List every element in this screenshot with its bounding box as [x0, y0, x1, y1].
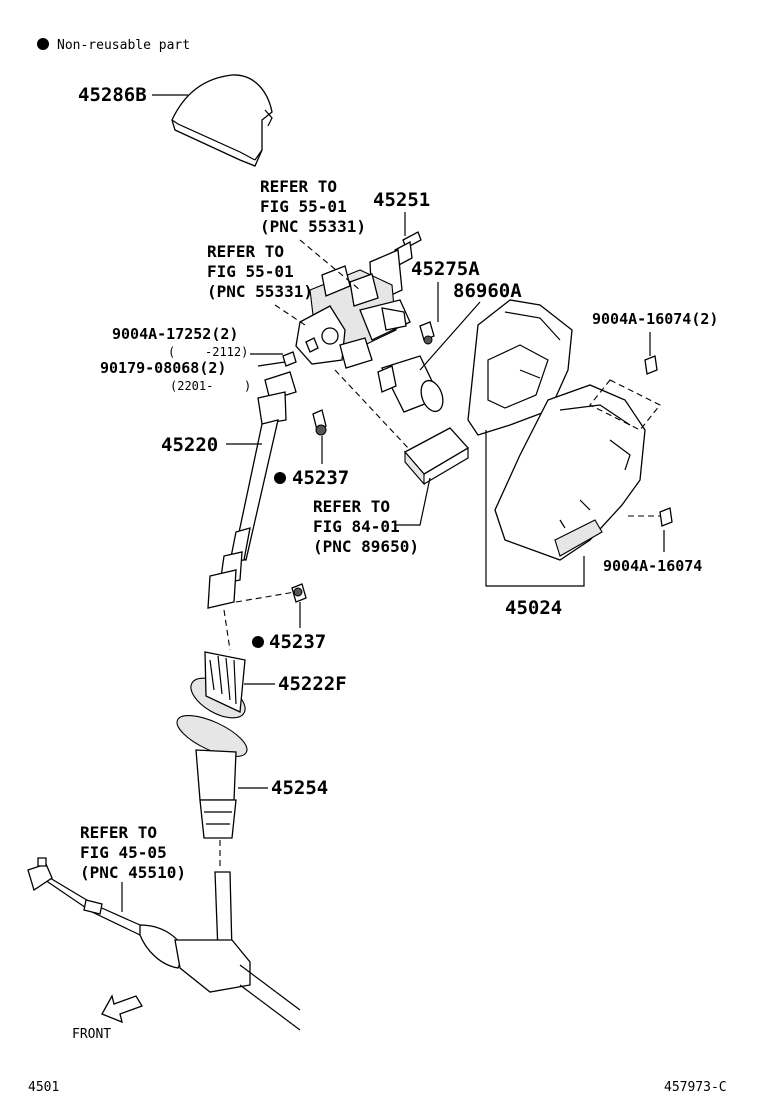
part-45220-intermediate-shaft: [207, 371, 297, 609]
svg-text:FIG 55-01: FIG 55-01: [207, 262, 294, 281]
label-9004A-17252-2: 9004A-17252(2): [112, 325, 238, 343]
label-45286B: 45286B: [78, 84, 147, 106]
non-reusable-marker-icon: [37, 38, 49, 50]
part-steering-rack: [27, 857, 301, 1031]
refer-fig-55-01-lower: REFER TO FIG 55-01 (PNC 55331): [207, 242, 313, 301]
part-45237-bolt-b: [291, 583, 307, 603]
part-45275A-bolt: [419, 321, 435, 345]
svg-text:FIG 45-05: FIG 45-05: [80, 843, 167, 862]
svg-text:REFER TO: REFER TO: [80, 823, 157, 842]
svg-text:(PNC 55331): (PNC 55331): [207, 282, 313, 301]
refer-fig-84-01: REFER TO FIG 84-01 (PNC 89650): [313, 497, 419, 556]
label-9004A-16074-2: 9004A-16074(2): [592, 310, 718, 328]
label-86960A: 86960A: [453, 280, 522, 302]
svg-text:FIG 55-01: FIG 55-01: [260, 197, 347, 216]
footer-page-code: 4501: [28, 1080, 59, 1095]
label-45237-a: 45237: [292, 467, 349, 489]
legend-text: Non-reusable part: [57, 38, 190, 53]
svg-text:FIG 84-01: FIG 84-01: [313, 517, 400, 536]
part-45024-upper-cover: [467, 299, 573, 436]
svg-text:(PNC 89650): (PNC 89650): [313, 537, 419, 556]
svg-text:REFER TO: REFER TO: [313, 497, 390, 516]
part-ecu-box: [403, 427, 470, 486]
non-reusable-marker-icon: [252, 636, 264, 648]
part-9004A-16074-screws: [644, 355, 673, 527]
part-45254-boot: [176, 714, 248, 839]
label-9004A-16074: 9004A-16074: [603, 557, 702, 575]
refer-fig-55-01-upper: REFER TO FIG 55-01 (PNC 55331): [260, 177, 366, 236]
footer-figure-code: 457973-C: [664, 1080, 727, 1095]
front-label: FRONT: [72, 1027, 111, 1042]
svg-text:REFER TO: REFER TO: [260, 177, 337, 196]
part-45024-lower-cover: [494, 384, 646, 561]
non-reusable-marker-icon: [274, 472, 286, 484]
label-9004A-17252-range: -2112): [205, 345, 248, 359]
svg-text:(PNC 45510): (PNC 45510): [80, 863, 186, 882]
label-45237-b: 45237: [269, 631, 326, 653]
part-45237-bolt-a: [312, 409, 327, 436]
label-45222F: 45222F: [278, 673, 347, 695]
label-45275A: 45275A: [411, 258, 480, 280]
label-45251: 45251: [373, 189, 430, 211]
label-90179-08068-range: (2201-: [170, 379, 213, 393]
label-90179-08068-2: 90179-08068(2): [100, 359, 226, 377]
label-45254: 45254: [271, 777, 328, 799]
part-90179-nut: [282, 337, 319, 367]
label-90179-08068-range-end: ): [244, 379, 251, 393]
refer-fig-45-05: REFER TO FIG 45-05 (PNC 45510): [80, 823, 186, 882]
label-45220: 45220: [161, 434, 218, 456]
front-arrow-icon: [101, 994, 143, 1024]
label-9004A-17252-range-start: (: [168, 345, 175, 359]
part-45222F-boot: [190, 651, 246, 719]
label-45024: 45024: [505, 597, 562, 619]
part-45251-column: [295, 231, 422, 369]
svg-text:(PNC 55331): (PNC 55331): [260, 217, 366, 236]
svg-text:REFER TO: REFER TO: [207, 242, 284, 261]
part-86960A-motor: [377, 355, 444, 413]
part-45286B-cover: [171, 74, 273, 167]
